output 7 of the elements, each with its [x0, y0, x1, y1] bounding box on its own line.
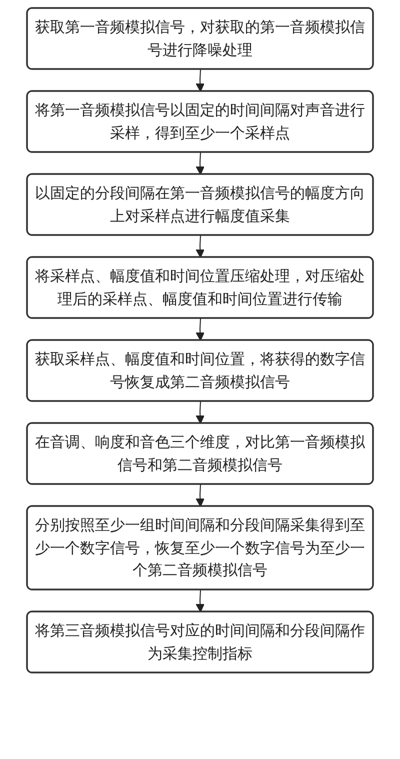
arrow [196, 318, 205, 341]
arrow [196, 235, 205, 258]
arrow [196, 484, 205, 507]
arrow [196, 152, 205, 175]
arrow [196, 401, 205, 424]
arrow [196, 590, 205, 612]
arrow [196, 69, 205, 92]
